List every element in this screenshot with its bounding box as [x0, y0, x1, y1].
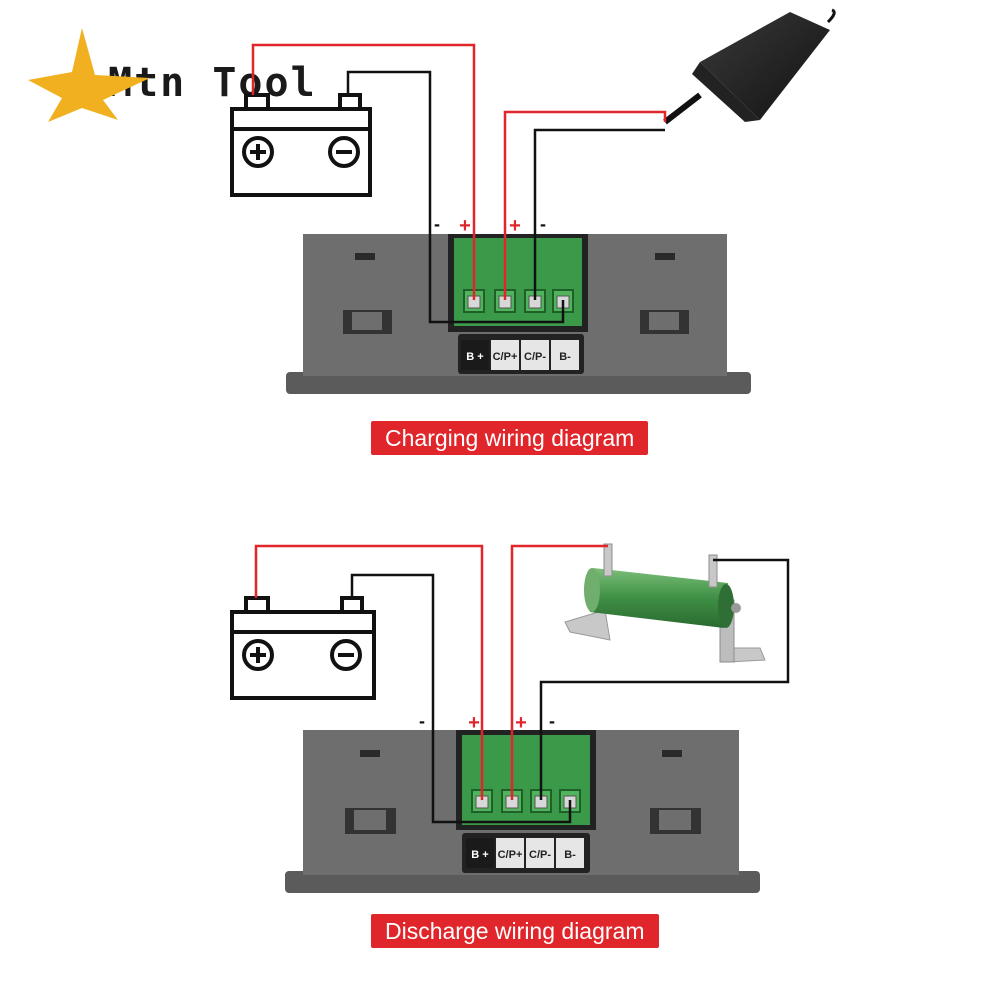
polarity-plus-battery: +: [459, 215, 471, 237]
discharge-terminal-labels: B + C/P+ C/P- B-: [466, 838, 584, 868]
terminal-label-bg: [466, 838, 494, 868]
terminal-label: C/P-: [524, 351, 546, 363]
wire-load-positive: [510, 544, 608, 800]
terminal-label: B +: [471, 849, 488, 861]
charging-diagram: B + C/P+ C/P- B- - + + -: [230, 8, 836, 394]
battery-icon: [230, 93, 372, 197]
wirewound-resistor-icon: [564, 543, 766, 663]
polarity-minus-battery: -: [419, 711, 425, 731]
brand-logo-text: Mtn Tool: [108, 60, 317, 106]
polarity-plus-adapter: +: [509, 215, 521, 237]
wire-load-negative: [539, 558, 790, 800]
brand-star-icon: [28, 28, 150, 122]
wire-battery-positive: [251, 43, 476, 300]
terminal-label-bg: [496, 838, 524, 868]
polarity-minus-battery: -: [434, 214, 440, 234]
terminal-label-bg: [551, 340, 579, 370]
polarity-minus-adapter: -: [540, 214, 546, 234]
terminal-label: B-: [559, 351, 571, 363]
wire-adapter-negative: [533, 128, 665, 300]
polarity-minus-load: -: [549, 711, 555, 731]
terminal-label: C/P-: [529, 849, 551, 861]
wire-battery-positive: [254, 544, 484, 800]
terminal-label: B +: [466, 351, 483, 363]
terminal-label-bg: [491, 340, 519, 370]
wire-battery-negative: [350, 573, 572, 824]
wire-battery-negative: [346, 70, 565, 324]
terminal-label-bg: [521, 340, 549, 370]
terminal-label-bg: [556, 838, 584, 868]
terminal-label: B-: [564, 849, 576, 861]
charging-terminal-labels: B + C/P+ C/P- B-: [461, 340, 579, 370]
polarity-plus-battery: +: [468, 712, 480, 734]
polarity-plus-load: +: [515, 712, 527, 734]
terminal-label: C/P+: [498, 849, 523, 861]
discharge-caption: Discharge wiring diagram: [371, 914, 659, 948]
terminal-label-bg: [461, 340, 489, 370]
battery-icon: [230, 596, 376, 700]
discharge-terminal-screws: [471, 789, 581, 813]
terminal-label: C/P+: [493, 351, 518, 363]
wire-adapter-positive: [503, 110, 667, 300]
charging-caption: Charging wiring diagram: [371, 421, 649, 455]
terminal-label-bg: [526, 838, 554, 868]
power-adapter-icon: [663, 8, 836, 125]
discharge-diagram: B + C/P+ C/P- B- - + + -: [230, 543, 790, 893]
